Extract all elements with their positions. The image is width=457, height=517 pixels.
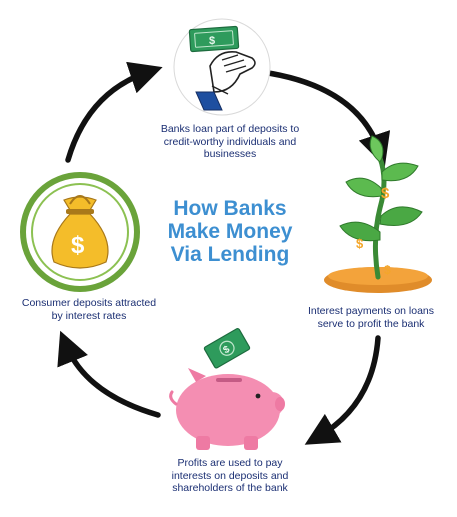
step-caption-interest: Interest payments on loans serve to prof… xyxy=(307,305,435,330)
plant-dollar-text-2: $ xyxy=(356,236,364,251)
plant-dollar-text-1: $ xyxy=(381,185,390,202)
piggy-bank-icon: $ xyxy=(169,328,285,450)
diagram-title: How Banks Make Money Via Lending xyxy=(167,197,293,266)
money-bag-icon: $ xyxy=(20,172,140,292)
money-plant-icon: $ $ $ xyxy=(324,135,432,293)
step-caption-deposits: Consumer deposits attracted by interest … xyxy=(21,297,157,322)
cash-dollar-text: $ xyxy=(209,35,215,47)
arrow-right-to-bottom xyxy=(304,335,381,445)
note-dollar-text: $ xyxy=(222,344,233,357)
hand-giving-cash-icon: $ xyxy=(173,18,271,116)
step-caption-lending: Banks loan part of deposits to credit-wo… xyxy=(160,123,300,160)
plant-dollar-text-3: $ xyxy=(384,263,391,277)
step-caption-profits: Profits are used to pay interests on dep… xyxy=(171,457,289,494)
bag-dollar-text: $ xyxy=(71,232,85,259)
arrow-bottom-to-left xyxy=(57,330,161,418)
arrow-left-to-top xyxy=(65,61,163,163)
